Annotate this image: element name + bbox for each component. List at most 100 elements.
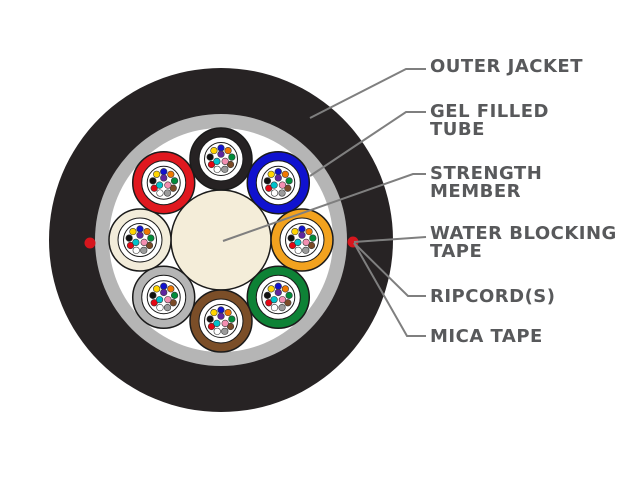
fiber-dot: [274, 174, 282, 182]
label-text-line: TAPE: [430, 241, 483, 262]
fiber-dot: [217, 312, 225, 320]
fiber-dot: [270, 181, 278, 189]
fiber-dot: [132, 238, 140, 246]
fiber-dot: [226, 160, 235, 169]
label-text-line: TUBE: [430, 119, 485, 140]
fiber-dot: [228, 153, 236, 161]
fiber-dot: [160, 282, 168, 290]
fiber-dot: [298, 225, 306, 233]
label-text-line: GEL FILLED: [430, 101, 549, 122]
leader-line-gel-filled-tube: [309, 111, 426, 177]
fiber-dot: [278, 181, 287, 189]
fiber-dot: [226, 322, 235, 331]
fiber-dot: [140, 238, 148, 246]
label-text-line: MICA TAPE: [430, 326, 543, 347]
fiber-dot: [164, 296, 172, 304]
fiber-dot: [278, 304, 286, 312]
fiber-dot: [278, 296, 287, 304]
fiber-dot: [129, 227, 137, 236]
fiber-dot: [288, 241, 297, 250]
fiber-dot: [270, 296, 278, 304]
gel-filled-tube-white: [108, 208, 172, 272]
gel-filled-tube-green: [246, 265, 311, 330]
fiber-dot: [213, 319, 221, 328]
fiber-dot: [270, 304, 279, 312]
fiber-dot: [285, 177, 293, 185]
fiber-dot: [207, 322, 216, 331]
fiber-dot: [164, 181, 172, 189]
fiber-dot: [156, 304, 164, 312]
fiber-dot: [267, 285, 275, 293]
fiber-dot: [274, 282, 282, 290]
fiber-dot: [213, 157, 221, 165]
fiber-dot: [281, 170, 289, 178]
fiber-dot: [221, 165, 229, 173]
fiber-dot: [298, 231, 306, 239]
label-text-line: MEMBER: [430, 181, 521, 202]
fiber-dot: [302, 238, 310, 246]
fiber-dot: [140, 246, 148, 254]
label-gel-filled-tube: GEL FILLED TUBE: [430, 103, 549, 139]
fiber-dot: [160, 168, 168, 176]
fiber-dot: [210, 146, 218, 155]
fiber-dot: [169, 184, 177, 192]
fiber-dot: [224, 308, 232, 317]
label-ripcords: RIPCORD(S): [430, 288, 555, 306]
fiber-dot: [307, 241, 316, 250]
fiber-dot: [274, 288, 282, 297]
fiber-dot: [305, 227, 313, 236]
fiber-dot: [143, 227, 151, 236]
label-water-blocking-tape: WATER BLOCKING TAPE: [430, 225, 617, 261]
gel-filled-tube-brown: [189, 289, 253, 353]
fiber-dot: [206, 315, 214, 323]
label-text-line: RIPCORD(S): [430, 286, 556, 307]
fiber-dot: [125, 234, 133, 242]
fiber-dot: [274, 168, 282, 176]
fiber-dot: [221, 319, 229, 328]
fiber-dot: [153, 170, 161, 178]
fiber-dot: [224, 146, 232, 155]
fiber-dot: [210, 308, 218, 317]
fiber-dot: [263, 177, 272, 185]
fiber-dot: [126, 241, 135, 250]
fiber-dot: [149, 291, 157, 299]
leader-line-water-blocking-tape: [353, 236, 427, 243]
fiber-dot: [132, 246, 140, 254]
fiber-dot: [287, 234, 295, 242]
fiber-dot: [145, 241, 154, 250]
fiber-dot: [136, 231, 144, 239]
fiber-dot: [278, 189, 286, 197]
fiber-dot: [302, 246, 310, 254]
fiber-dot: [217, 144, 225, 152]
fiber-dot: [163, 189, 172, 197]
gel-filled-tube-black: [189, 127, 253, 191]
label-strength-member: STRENGTH MEMBER: [430, 165, 542, 201]
fiber-dot: [228, 315, 236, 323]
label-text-line: STRENGTH: [430, 163, 543, 184]
fiber-dot: [206, 153, 214, 161]
fiber-dot: [150, 184, 158, 192]
fiber-dot: [136, 225, 144, 233]
fiber-dot: [284, 299, 292, 307]
gel-filled-tube-orange: [270, 208, 334, 272]
fiber-dot: [170, 177, 179, 185]
leader-line-mica-tape: [353, 242, 426, 337]
fiber-dot: [221, 157, 229, 165]
label-mica-tape: MICA TAPE: [430, 328, 543, 346]
fiber-dot: [167, 285, 175, 293]
fiber-dot: [213, 165, 221, 173]
label-text-line: WATER BLOCKING: [430, 223, 617, 244]
fiber-dot: [170, 291, 179, 299]
fiber-dot: [163, 304, 172, 312]
fiber-dot: [150, 299, 158, 307]
fiber-dot: [217, 306, 225, 314]
fiber-dot: [285, 291, 293, 299]
leader-line-outer-jacket: [309, 68, 426, 119]
fiber-dot: [291, 227, 299, 236]
fiber-dot: [207, 160, 216, 169]
fiber-dot: [265, 299, 273, 307]
fiber-dot: [149, 177, 157, 185]
fiber-dot: [309, 234, 317, 242]
